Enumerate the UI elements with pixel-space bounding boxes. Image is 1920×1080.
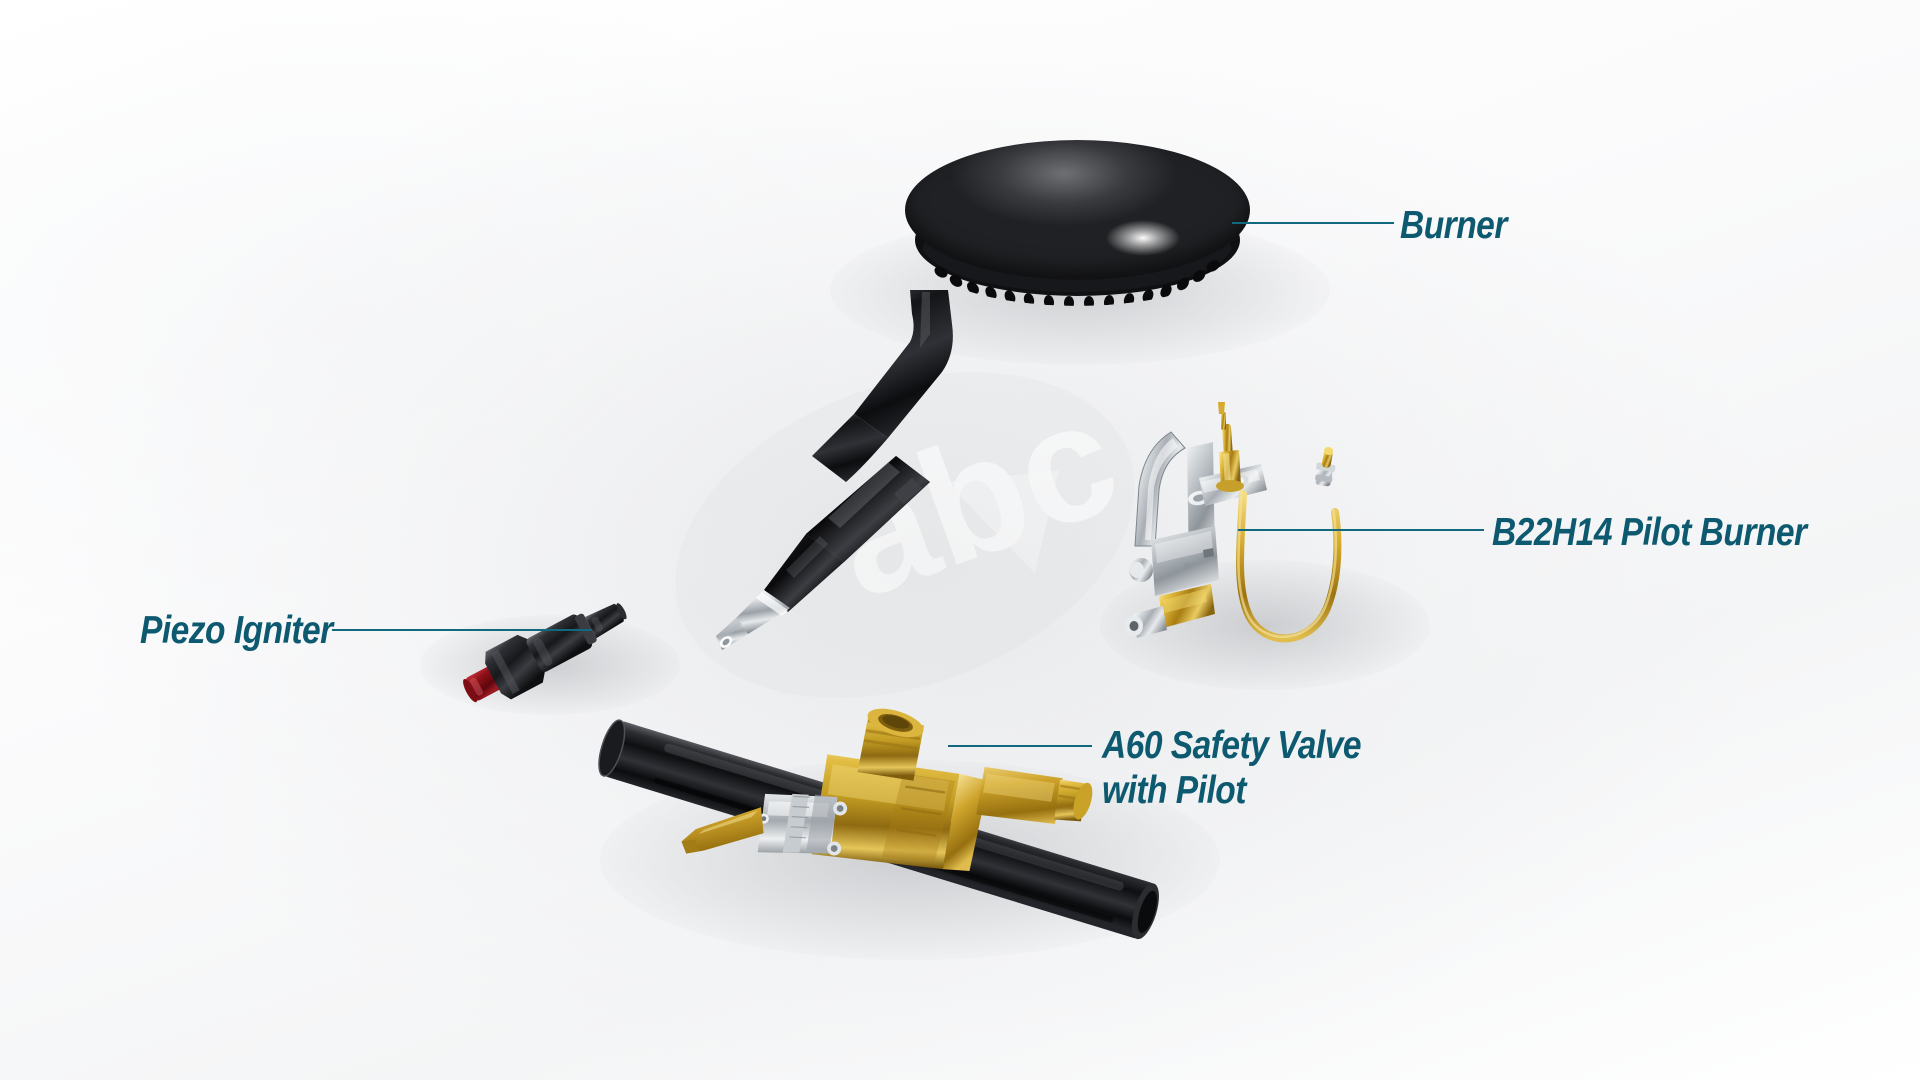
leader-line-piezo-igniter <box>332 629 592 631</box>
burner-dome <box>905 140 1250 280</box>
label-pilot-burner: B22H14 Pilot Burner <box>1492 511 1807 554</box>
burner-cap <box>901 140 1254 325</box>
venturi-tube <box>716 290 1190 650</box>
label-safety-valve: A60 Safety Valve with Pilot <box>1102 724 1362 813</box>
leader-line-burner <box>1232 222 1394 224</box>
safety-valve-assembly <box>598 680 1159 980</box>
pilot-burner <box>1115 390 1400 690</box>
label-piezo-igniter: Piezo Igniter <box>140 609 333 652</box>
leader-line-pilot-burner <box>1238 529 1484 531</box>
piezo-igniter <box>455 585 645 710</box>
leader-line-safety-valve <box>948 745 1092 747</box>
label-burner: Burner <box>1400 204 1507 247</box>
